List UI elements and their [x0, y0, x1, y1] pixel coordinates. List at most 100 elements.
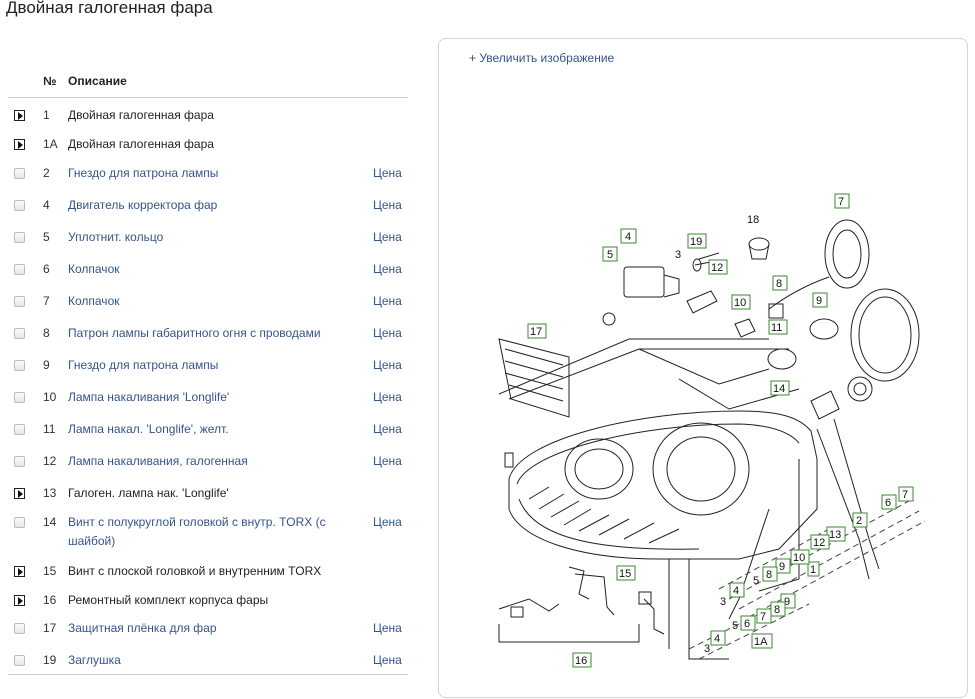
svg-text:7: 7 [838, 196, 844, 208]
callout-4-bottom: 4 [710, 630, 726, 646]
row-checkbox[interactable] [14, 456, 25, 467]
svg-text:4: 4 [714, 633, 720, 645]
row-checkbox[interactable] [14, 655, 25, 666]
row-description: Галоген. лампа нак. 'Longlife' [68, 486, 229, 500]
row-checkbox[interactable] [14, 264, 25, 275]
row-checkbox[interactable] [14, 517, 25, 528]
label-18: 18 [747, 214, 759, 226]
callout-7-right: 7 [898, 486, 914, 502]
column-header-number: № [43, 74, 57, 88]
row-checkbox[interactable] [14, 296, 25, 307]
price-link[interactable]: Цена [373, 653, 402, 667]
label-5-bottom: 5 [732, 620, 738, 632]
row-checkbox[interactable] [14, 168, 25, 179]
row-number: 7 [43, 294, 50, 308]
svg-text:15: 15 [619, 568, 631, 580]
svg-text:4: 4 [625, 231, 631, 243]
row-number: 10 [43, 390, 57, 404]
row-checkbox[interactable] [14, 328, 25, 339]
price-link[interactable]: Цена [373, 515, 402, 529]
price-link[interactable]: Цена [373, 198, 402, 212]
price-link[interactable]: Цена [373, 166, 402, 180]
svg-text:6: 6 [885, 497, 891, 509]
callout-10: 10 [731, 294, 751, 310]
row-description[interactable]: Колпачок [68, 294, 120, 308]
expand-arrow-icon[interactable] [14, 595, 25, 606]
price-link[interactable]: Цена [373, 326, 402, 340]
row-description[interactable]: Лампа накаливания, галогенная [68, 454, 248, 468]
expand-arrow-icon[interactable] [14, 139, 25, 150]
svg-text:12: 12 [711, 262, 723, 274]
price-link[interactable]: Цена [373, 262, 402, 276]
expand-arrow-icon[interactable] [14, 110, 25, 121]
callout-14: 14 [770, 380, 790, 396]
svg-text:7: 7 [902, 489, 908, 501]
row-number: 15 [43, 564, 57, 578]
row-description[interactable]: Уплотнит. кольцо [68, 230, 164, 244]
row-description[interactable]: Двигатель корректора фар [68, 198, 218, 212]
callout-19: 19 [687, 233, 707, 249]
label-5-low: 5 [753, 575, 759, 587]
row-checkbox[interactable] [14, 360, 25, 371]
row-number: 4 [43, 198, 50, 212]
svg-text:16: 16 [575, 655, 587, 667]
row-number: 1A [43, 137, 58, 151]
callout-1: 1 [807, 561, 820, 577]
row-description: Ремонтный комплект корпуса фары [68, 593, 269, 607]
expand-arrow-icon[interactable] [14, 566, 25, 577]
callout-12: 12 [708, 259, 728, 275]
price-link[interactable]: Цена [373, 454, 402, 468]
svg-text:13: 13 [829, 529, 841, 541]
callout-6: 6 [881, 494, 897, 510]
row-description[interactable]: Лампа накаливания 'Longlife' [68, 390, 230, 404]
svg-text:9: 9 [784, 596, 790, 608]
row-checkbox[interactable] [14, 424, 25, 435]
svg-text:1: 1 [810, 564, 816, 576]
price-link[interactable]: Цена [373, 422, 402, 436]
svg-text:7: 7 [760, 611, 766, 623]
callout-9: 9 [812, 292, 828, 308]
row-description[interactable]: Гнездо для патрона лампы [68, 166, 219, 180]
row-description[interactable]: Гнездо для патрона лампы [68, 358, 219, 372]
callout-8-low: 8 [762, 566, 778, 582]
label-3-bottom: 3 [704, 643, 710, 655]
row-number: 19 [43, 653, 57, 667]
price-link[interactable]: Цена [373, 358, 402, 372]
callout-12-low: 12 [810, 534, 830, 550]
price-link[interactable]: Цена [373, 621, 402, 635]
row-description[interactable]: Патрон лампы габаритного огня с проводам… [68, 326, 321, 340]
svg-text:6: 6 [744, 618, 750, 630]
row-description[interactable]: Защитная плёнка для фар [68, 621, 217, 635]
price-link[interactable]: Цена [373, 390, 402, 404]
row-checkbox[interactable] [14, 392, 25, 403]
row-checkbox[interactable] [14, 232, 25, 243]
row-checkbox[interactable] [14, 200, 25, 211]
row-number: 2 [43, 166, 50, 180]
price-link[interactable]: Цена [373, 230, 402, 244]
headlight-exploded-diagram: 4 5 3 19 12 18 7 8 9 10 11 17 14 15 16 1… [498, 193, 926, 668]
row-description[interactable]: Винт с полукруглой головкой с внутр. TOR… [68, 515, 326, 548]
row-checkbox[interactable] [14, 623, 25, 634]
expand-arrow-icon[interactable] [14, 488, 25, 499]
row-description: Винт с плоской головкой и внутренним TOR… [68, 564, 322, 578]
price-link[interactable]: Цена [373, 294, 402, 308]
svg-text:12: 12 [813, 537, 825, 549]
row-number: 12 [43, 454, 57, 468]
row-description[interactable]: Колпачок [68, 262, 120, 276]
row-number: 1 [43, 108, 50, 122]
label-3: 3 [675, 249, 681, 261]
callout-4-low: 4 [729, 582, 745, 598]
zoom-image-link[interactable]: + Увеличить изображение [469, 51, 615, 65]
row-description: Двойная галогенная фара [68, 137, 214, 151]
svg-text:8: 8 [766, 569, 772, 581]
callout-9-low: 9 [775, 558, 791, 574]
row-number: 13 [43, 486, 57, 500]
row-description[interactable]: Заглушка [68, 653, 121, 667]
svg-text:8: 8 [774, 604, 780, 616]
svg-text:2: 2 [856, 515, 862, 527]
row-description[interactable]: Лампа накал. 'Longlife', желт. [68, 422, 229, 436]
callout-2: 2 [852, 512, 868, 528]
svg-text:1A: 1A [754, 636, 768, 648]
svg-text:17: 17 [530, 326, 542, 338]
